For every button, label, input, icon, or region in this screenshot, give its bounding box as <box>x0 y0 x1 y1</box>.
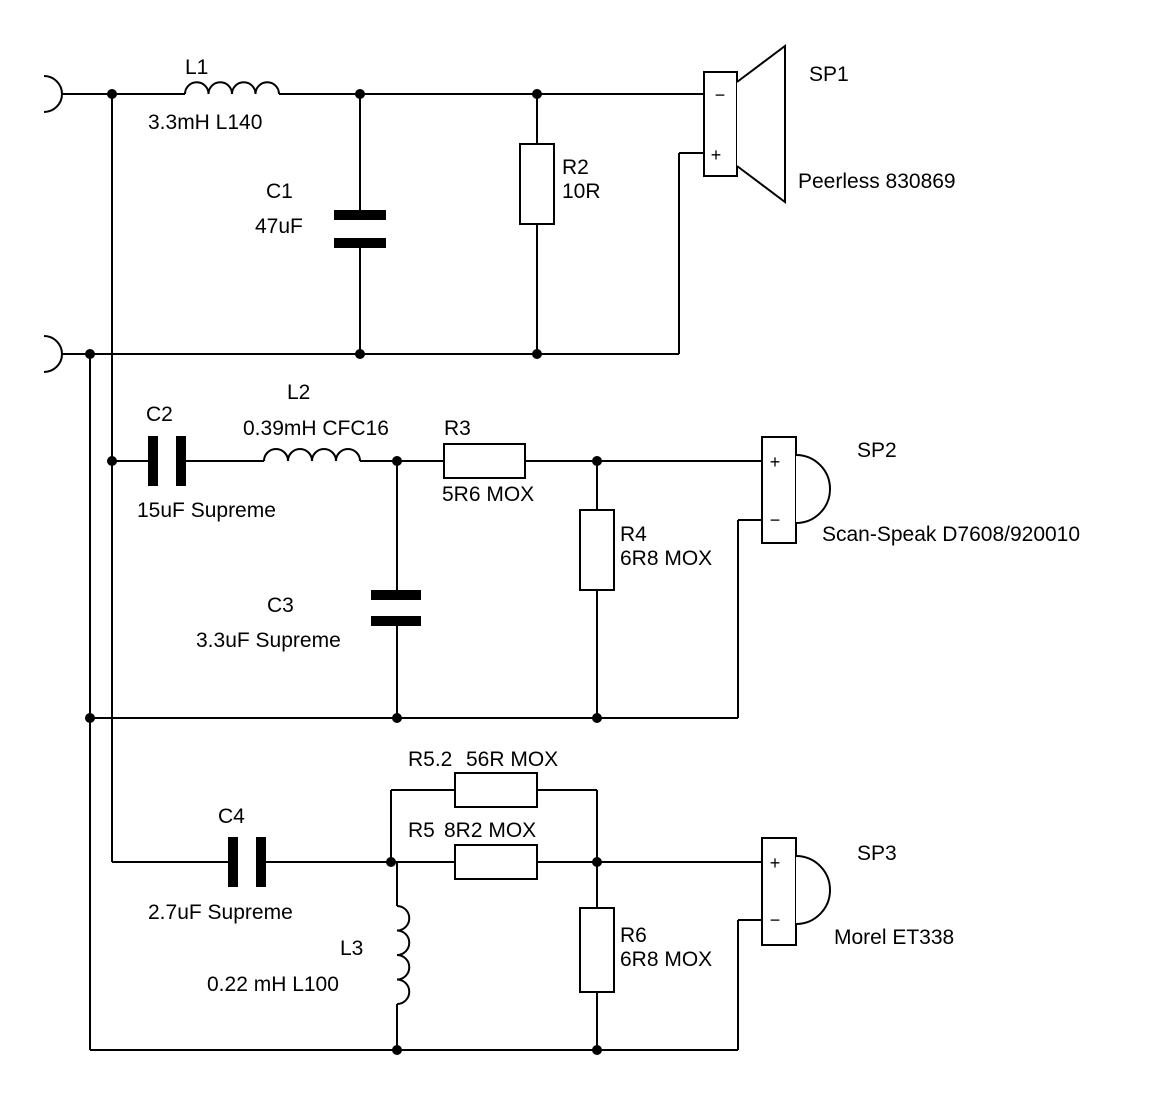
l1-ref: L1 <box>185 56 208 79</box>
r5-value: 8R2 MOX <box>444 819 536 842</box>
resistor-r5-2 <box>454 772 538 808</box>
r2-ref: R2 <box>562 156 589 179</box>
capacitor-c2 <box>148 436 186 486</box>
r2-value: 10R <box>562 180 601 203</box>
resistor-r3 <box>443 443 526 479</box>
sp2-ref: SP2 <box>857 439 897 462</box>
capacitor-c1 <box>334 210 386 248</box>
c2-ref: C2 <box>146 403 173 426</box>
sp1-ref: SP1 <box>809 63 849 86</box>
resistor-r2 <box>519 143 555 225</box>
r3-ref: R3 <box>444 417 471 440</box>
inductor-l2 <box>263 448 361 462</box>
speaker-labels: SP1 Peerless 830869 SP2 Scan-Speak D7608… <box>798 63 1080 949</box>
c3-value: 3.3uF Supreme <box>196 629 341 652</box>
c1-value: 47uF <box>255 215 303 238</box>
c3-ref: C3 <box>267 594 294 617</box>
sp1-pin-top: − <box>715 85 726 105</box>
sp2-model: Scan-Speak D7608/920010 <box>822 523 1080 546</box>
speaker-sp1-icon: − + <box>703 44 786 204</box>
c4-value: 2.7uF Supreme <box>148 901 293 924</box>
sp2-pin-top: + <box>770 452 781 472</box>
sp1-model: Peerless 830869 <box>798 170 956 193</box>
r5-2-ref: R5.2 <box>408 748 452 771</box>
sp3-pin-top: + <box>770 853 781 873</box>
resistor-r6 <box>579 907 615 993</box>
r4-ref: R4 <box>620 523 647 546</box>
resistor-r5 <box>454 844 538 880</box>
sp3-model: Morel ET338 <box>834 926 954 949</box>
l3-ref: L3 <box>340 937 363 960</box>
c4-ref: C4 <box>218 805 245 828</box>
capacitor-c4 <box>228 837 266 887</box>
c2-value: 15uF Supreme <box>137 499 276 522</box>
wires <box>89 93 762 1051</box>
inductor-l1 <box>184 81 280 95</box>
speaker-sp2-icon: + − <box>761 436 831 544</box>
c1-ref: C1 <box>266 180 293 203</box>
r6-ref: R6 <box>620 924 647 947</box>
sp3-pin-bottom: − <box>770 910 781 930</box>
l3-value: 0.22 mH L100 <box>207 973 339 996</box>
speaker-sp3-icon: + − <box>761 837 831 946</box>
r5-2-value: 56R MOX <box>466 748 558 771</box>
r3-value: 5R6 MOX <box>442 483 534 506</box>
r5-ref: R5 <box>408 819 435 842</box>
resistor-r4 <box>579 509 615 591</box>
sp3-ref: SP3 <box>857 842 897 865</box>
sp1-pin-bottom: + <box>711 145 722 165</box>
r4-value: 6R8 MOX <box>620 547 712 570</box>
inductor-l3 <box>396 905 411 1005</box>
r6-value: 6R8 MOX <box>620 948 712 971</box>
input-terminal-bottom <box>43 335 90 373</box>
l2-value: 0.39mH CFC16 <box>243 417 389 440</box>
l1-value: 3.3mH L140 <box>148 111 262 134</box>
capacitor-c3 <box>371 590 421 626</box>
junction-dots <box>85 89 602 1055</box>
l2-ref: L2 <box>287 381 310 404</box>
component-labels: L1 3.3mH L140 C1 47uF R2 10R C2 15uF Sup… <box>137 56 712 996</box>
sp2-pin-bottom: − <box>770 510 781 530</box>
input-terminal-top <box>43 75 112 113</box>
